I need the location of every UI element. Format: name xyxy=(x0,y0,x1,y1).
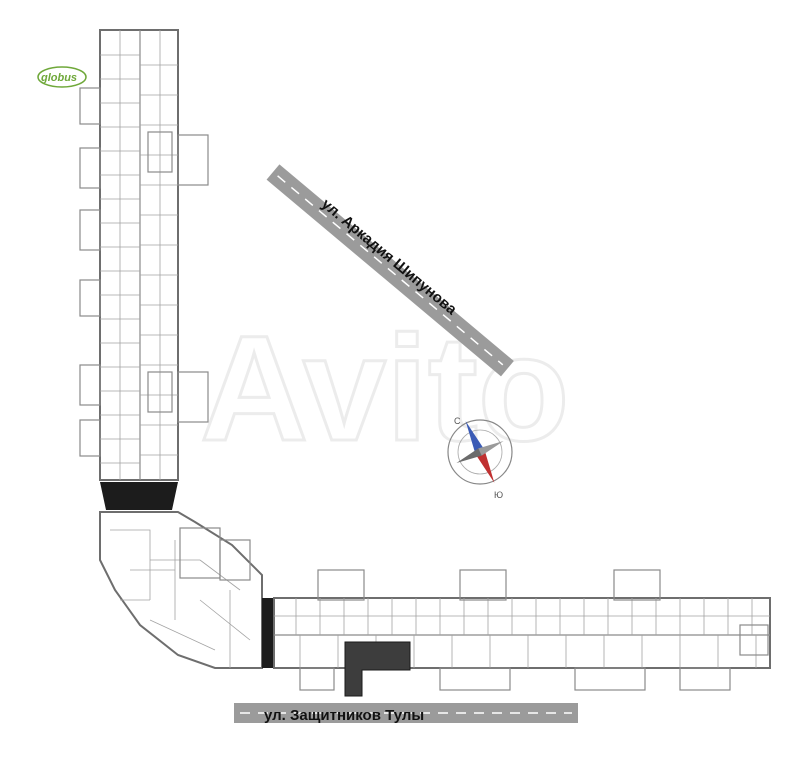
watermark-text: Avito xyxy=(200,304,569,472)
building-vertical-wing xyxy=(79,29,209,481)
street-label-diagonal: ул. Аркадия Шипунова xyxy=(318,195,460,318)
street-label-bottom: ул. Защитников Тулы xyxy=(264,707,424,724)
compass-north-label: С xyxy=(454,416,461,426)
building-horizontal-wing xyxy=(273,569,771,691)
compass-rose-icon: С Ю xyxy=(447,416,513,500)
passage-gap xyxy=(100,482,178,510)
watermark: Avito xyxy=(199,303,571,474)
compass-south-label: Ю xyxy=(494,490,503,500)
developer-logo: globus xyxy=(37,66,87,88)
passage-gap-2 xyxy=(262,598,274,668)
highlighted-unit[interactable] xyxy=(344,641,411,697)
building-corner-section xyxy=(99,511,263,669)
logo-text: globus xyxy=(40,72,77,84)
street-bottom: ул. Защитников Тулы xyxy=(234,703,578,724)
logo-globe-icon xyxy=(37,66,87,88)
